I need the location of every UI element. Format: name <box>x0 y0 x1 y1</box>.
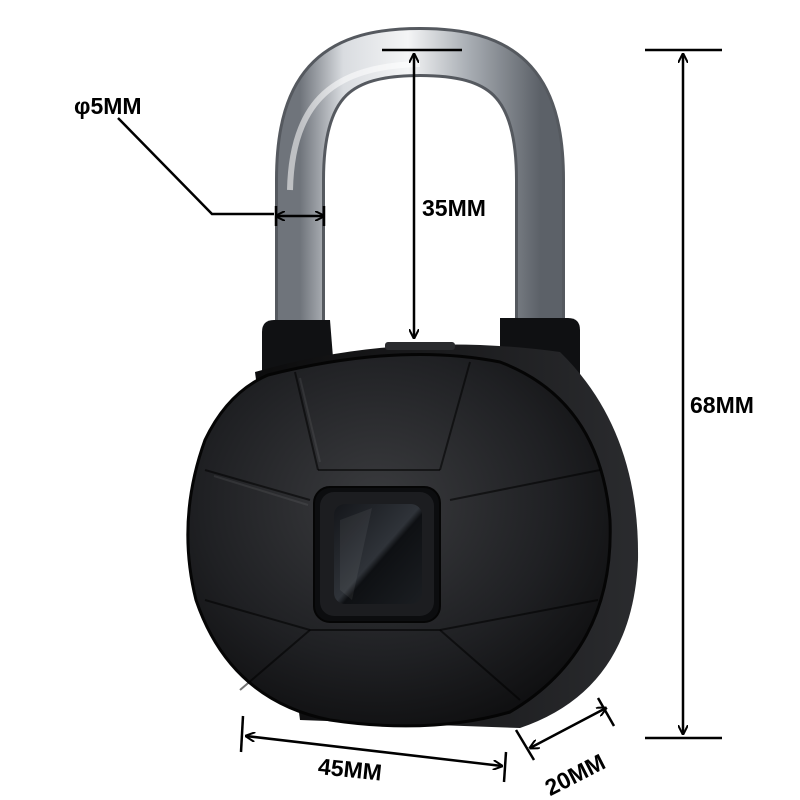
depth-tick-left <box>514 729 536 761</box>
total-height-label: 68MM <box>690 392 754 418</box>
width-label: 45MM <box>317 753 383 786</box>
depth-dimension-line <box>530 708 606 748</box>
shackle <box>275 26 565 340</box>
shackle-gap <box>385 342 455 350</box>
depth-label: 20MM <box>541 749 610 800</box>
shackle-diameter-label: φ5MM <box>74 93 142 119</box>
diameter-leader-line <box>117 117 274 216</box>
lock-facets <box>204 361 601 701</box>
fingerprint-sensor-icon <box>313 486 441 623</box>
shackle-height-label: 35MM <box>422 195 486 221</box>
width-dimension-line <box>246 736 502 766</box>
fingerprint-padlock-icon <box>186 26 639 728</box>
dimension-annotations <box>117 48 722 783</box>
width-tick-left <box>239 715 245 753</box>
width-tick-right <box>502 751 508 783</box>
